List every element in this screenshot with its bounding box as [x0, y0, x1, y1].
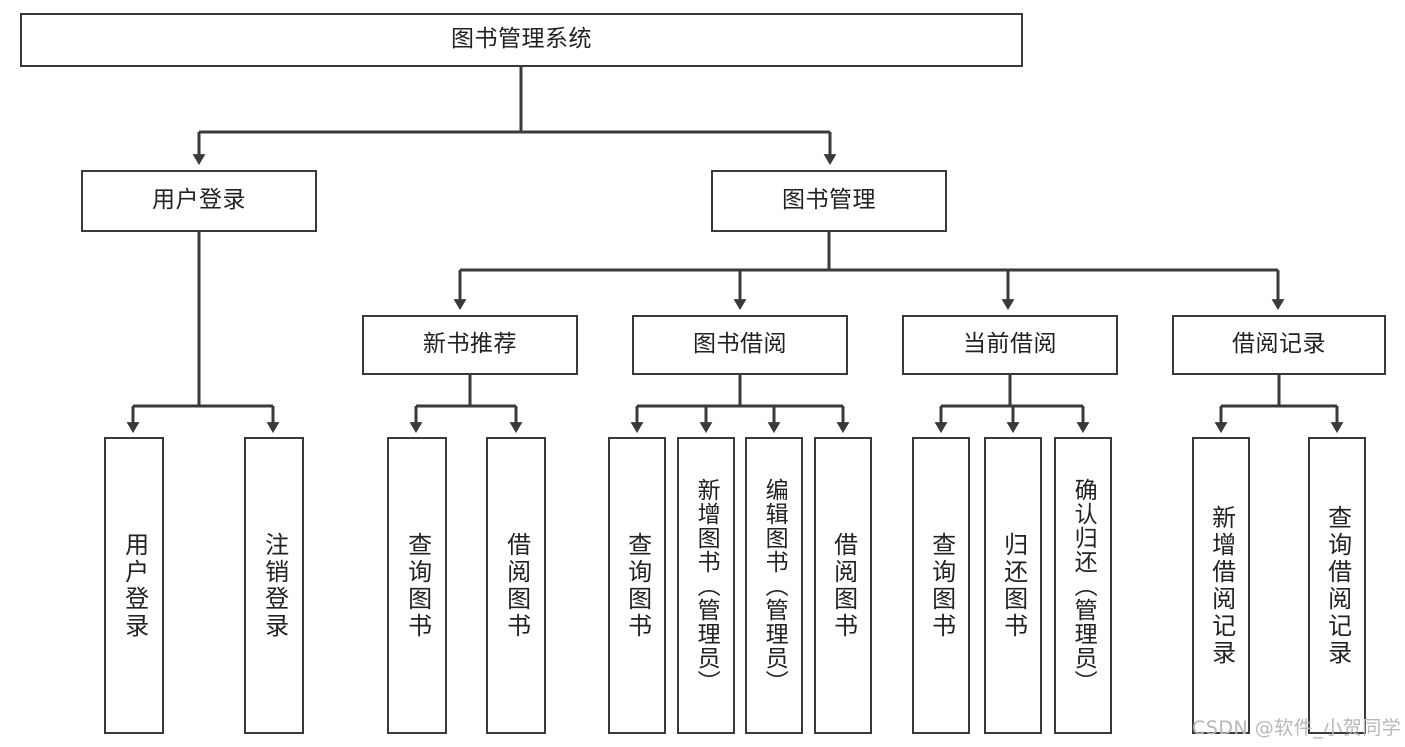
node-leaf-query-book-current[interactable]: 查询图书: [912, 437, 970, 734]
node-label: 查询借阅记录: [1323, 504, 1352, 667]
node-label: 编辑图书（管理员）: [761, 477, 788, 694]
node-label: 确认归还（管理员）: [1070, 477, 1097, 694]
node-leaf-logout[interactable]: 注销登录: [244, 437, 304, 734]
node-label: 借阅记录: [1232, 331, 1326, 358]
node-label: 借阅图书: [829, 531, 858, 640]
node-label: 图书借阅: [693, 331, 787, 358]
node-label: 图书管理: [782, 187, 876, 214]
node-leaf-confirm-return-admin[interactable]: 确认归还（管理员）: [1054, 437, 1112, 734]
node-leaf-return-book[interactable]: 归还图书: [984, 437, 1042, 734]
node-user-login[interactable]: 用户登录: [81, 170, 317, 232]
node-new-book-recommend[interactable]: 新书推荐: [362, 315, 578, 375]
node-leaf-query-book-recommend[interactable]: 查询图书: [387, 437, 447, 734]
node-label: 当前借阅: [963, 331, 1057, 358]
node-label: 归还图书: [999, 531, 1028, 640]
node-leaf-add-borrow-record[interactable]: 新增借阅记录: [1192, 437, 1250, 734]
node-borrow-records[interactable]: 借阅记录: [1172, 315, 1386, 375]
node-label: 查询图书: [927, 531, 956, 640]
node-book-borrow[interactable]: 图书借阅: [632, 315, 848, 375]
node-label: 借阅图书: [502, 531, 531, 640]
node-label: 用户登录: [152, 187, 246, 214]
node-leaf-user-login[interactable]: 用户登录: [104, 437, 164, 734]
node-label: 新增图书（管理员）: [693, 477, 720, 694]
node-leaf-add-book-admin[interactable]: 新增图书（管理员）: [677, 437, 735, 734]
node-label: 用户登录: [120, 531, 149, 640]
node-label: 图书管理系统: [451, 26, 592, 53]
node-leaf-borrow-book[interactable]: 借阅图书: [814, 437, 872, 734]
node-leaf-borrow-book-recommend[interactable]: 借阅图书: [486, 437, 546, 734]
node-label: 注销登录: [260, 531, 289, 640]
node-leaf-edit-book-admin[interactable]: 编辑图书（管理员）: [745, 437, 803, 734]
node-leaf-query-book-borrow[interactable]: 查询图书: [608, 437, 666, 734]
node-label: 查询图书: [403, 531, 432, 640]
node-label: 新书推荐: [423, 331, 517, 358]
node-book-manage[interactable]: 图书管理: [711, 170, 947, 232]
watermark-text: CSDN @软件_小贺同学: [1192, 717, 1402, 739]
node-leaf-query-borrow-record[interactable]: 查询借阅记录: [1308, 437, 1366, 734]
node-label: 查询图书: [623, 531, 652, 640]
node-label: 新增借阅记录: [1207, 504, 1236, 667]
node-root-system[interactable]: 图书管理系统: [20, 13, 1023, 67]
node-current-borrow[interactable]: 当前借阅: [902, 315, 1118, 375]
